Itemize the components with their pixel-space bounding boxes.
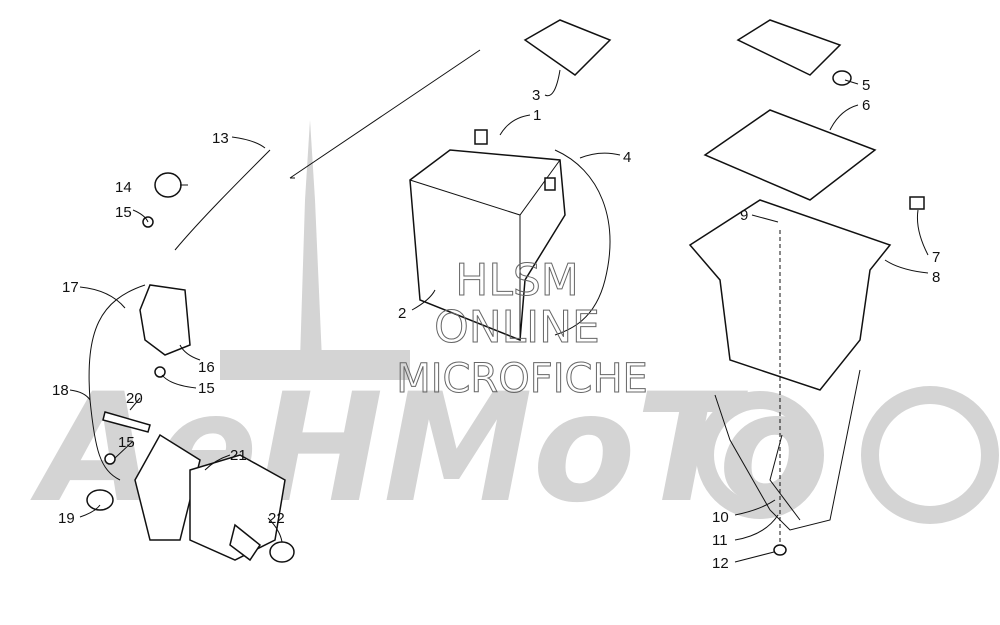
callout-1: 1 (533, 107, 541, 124)
callout-22: 22 (268, 510, 285, 527)
callout-20: 20 (126, 390, 143, 407)
starter-motor (134, 433, 286, 562)
callout-21: 21 (230, 447, 247, 464)
callout-5: 5 (862, 77, 870, 94)
callout-9: 9 (740, 207, 748, 224)
battery-tray (703, 109, 877, 201)
positive-cable (554, 149, 611, 336)
strap-11 (769, 434, 801, 521)
callout-14: 14 (115, 179, 132, 196)
callout-17: 17 (62, 279, 79, 296)
starter-solenoid (139, 284, 191, 356)
o-ring (269, 541, 295, 563)
callout-4: 4 (623, 149, 631, 166)
watermark-hlsm: HLSM (455, 255, 579, 306)
fuse-block (736, 19, 842, 76)
terminal-hardware-kit (523, 19, 612, 76)
cable-13 (174, 149, 271, 251)
callout-18: 18 (52, 382, 69, 399)
callout-13: 13 (212, 130, 229, 147)
callout-labels: 1 2 3 4 5 6 7 8 9 10 11 12 13 14 15 15 1… (52, 77, 940, 572)
callout-3: 3 (532, 87, 540, 104)
callout-16: 16 (198, 359, 215, 376)
watermark-microfiche: MICROFICHE (396, 356, 648, 402)
watermark-online: ONLINE (434, 302, 600, 353)
callout-8: 8 (932, 269, 940, 286)
callout-2: 2 (398, 305, 406, 322)
nut-12 (773, 544, 787, 556)
cable-18 (88, 284, 146, 481)
battery-box (688, 199, 892, 391)
cable-boot (86, 489, 114, 511)
callout-11: 11 (712, 532, 728, 549)
callout-7: 7 (932, 249, 940, 266)
bolt (102, 411, 151, 433)
clip-7 (909, 196, 925, 210)
callout-15c: 15 (118, 434, 135, 451)
terminal-cap (154, 172, 182, 198)
callout-15b: 15 (198, 380, 215, 397)
callout-10: 10 (712, 509, 729, 526)
callout-6: 6 (862, 97, 870, 114)
callout-12: 12 (712, 555, 729, 572)
callout-15a: 15 (115, 204, 132, 221)
callout-19: 19 (58, 510, 75, 527)
fastener-5 (832, 70, 852, 86)
battery (409, 129, 566, 342)
